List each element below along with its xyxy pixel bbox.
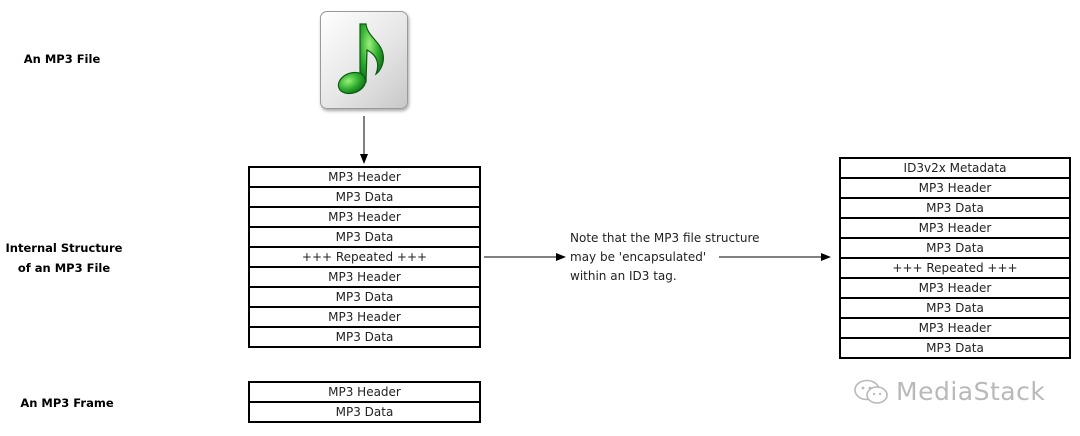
internal-cell-mp3-data: MP3 Data <box>250 228 479 248</box>
internal-cell-mp3-data: MP3 Data <box>250 288 479 308</box>
id3-cell-mp3-header: MP3 Header <box>841 319 1069 339</box>
frame-cell-mp3-data: MP3 Data <box>335 405 394 419</box>
watermark-text: MediaStack <box>896 377 1046 406</box>
id3-cell-mp3-data: MP3 Data <box>841 239 1069 259</box>
id3-cell-mp3-header: MP3 Header <box>841 219 1069 239</box>
note-line2: may be 'encapsulated' <box>570 250 707 264</box>
internal-cell-mp3-data: MP3 Data <box>250 188 479 208</box>
internal-cell-mp3-header: MP3 Header <box>250 208 479 228</box>
id3-cell-mp3-header: MP3 Header <box>841 179 1069 199</box>
id3-cell-mp3-header: MP3 Header <box>841 279 1069 299</box>
id3-cell-mp3-data: MP3 Data <box>841 299 1069 319</box>
frame-cell-mp3-header: MP3 Header <box>250 383 479 403</box>
internal-cell-repeated: +++ Repeated +++ <box>250 248 479 268</box>
id3-cell-mp3-data: MP3 Data <box>841 199 1069 219</box>
note-line1: Note that the MP3 file structure <box>570 231 760 245</box>
internal-structure-stack: MP3 Header MP3 Data MP3 Header MP3 Data … <box>248 166 481 348</box>
mp3-file-label: An MP3 File <box>23 52 101 66</box>
watermark: MediaStack <box>852 377 1045 406</box>
id3-cell-mp3-data: MP3 Data <box>926 341 984 355</box>
internal-structure-label: Internal Structure of an MP3 File <box>0 238 128 278</box>
id3-cell-repeated: +++ Repeated +++ <box>841 259 1069 279</box>
internal-structure-label-line1: Internal Structure <box>5 241 123 255</box>
mp3-frame-label: An MP3 Frame <box>20 396 114 410</box>
internal-cell-mp3-header: MP3 Header <box>250 308 479 328</box>
wechat-icon <box>854 379 888 404</box>
internal-cell-mp3-header: MP3 Header <box>250 268 479 288</box>
internal-cell-mp3-data: MP3 Data <box>335 330 394 344</box>
music-note-icon <box>320 11 408 109</box>
internal-cell-mp3-header: MP3 Header <box>250 168 479 188</box>
id3-cell-metadata: ID3v2x Metadata <box>841 159 1069 179</box>
internal-structure-label-line2: of an MP3 File <box>17 261 111 275</box>
note-line3: within an ID3 tag. <box>570 269 677 283</box>
mp3-frame-stack: MP3 Header MP3 Data <box>248 381 481 423</box>
encapsulation-note: Note that the MP3 file structure may be … <box>570 229 760 286</box>
id3-structure-stack: ID3v2x Metadata MP3 Header MP3 Data MP3 … <box>839 157 1071 359</box>
